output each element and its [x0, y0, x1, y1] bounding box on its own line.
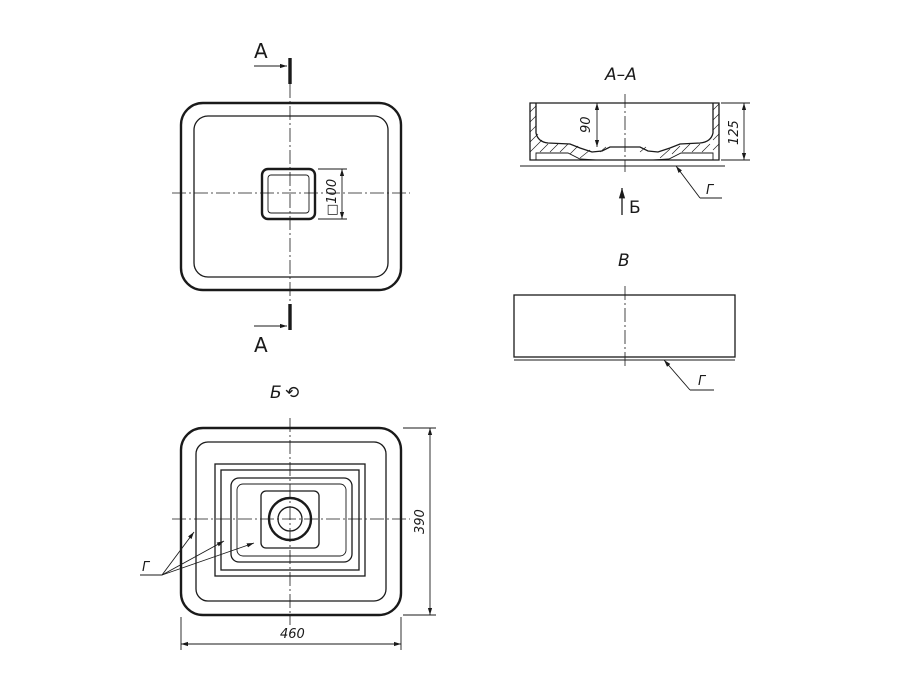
overall-depth-dimension: 390 [403, 427, 436, 616]
section-letter-top: А [254, 39, 268, 63]
overall-depth-label: 390 [413, 509, 428, 534]
side-view-title: В [618, 251, 630, 271]
bowl-depth-dimension: 90 [579, 103, 600, 147]
drain-size-label: □100 [325, 179, 340, 216]
overall-height-dimension: 125 [721, 102, 750, 161]
bottom-surface-leader: Г [140, 531, 255, 576]
plan-view: □100 А А [172, 39, 410, 357]
bottom-recess-inner [236, 483, 347, 557]
section-hatching [529, 103, 720, 159]
side-surface-label: Г [698, 374, 707, 389]
section-view-title: А–А [604, 65, 637, 85]
bottom-surface-label: Г [142, 560, 151, 575]
overall-width-label: 460 [280, 627, 305, 642]
side-view: В Г [513, 251, 736, 391]
section-mark-top: А [254, 39, 292, 84]
section-mark-bottom: А [254, 304, 292, 357]
overall-width-dimension: 460 [180, 617, 402, 650]
section-outer-contour [529, 102, 720, 161]
drain-size-dimension: □100 [318, 168, 347, 220]
overall-height-label: 125 [727, 120, 742, 145]
plan-drain-outer [260, 167, 317, 221]
side-view-outline [513, 294, 736, 358]
section-view: А–А [520, 65, 750, 218]
section-underside-contour [535, 152, 714, 161]
section-surface-label: Г [706, 183, 715, 198]
section-bowl-contour [535, 103, 714, 153]
bottom-view-title-group: Б ⟲ [270, 383, 299, 403]
plan-inner-outline [193, 115, 389, 278]
section-surface-leader: Г [675, 165, 722, 199]
bottom-view-title: Б [270, 383, 282, 403]
view-arrow-letter: Б [629, 198, 641, 218]
rotation-icon: ⟲ [285, 383, 299, 403]
view-direction-arrow: Б [618, 188, 641, 218]
bowl-depth-label: 90 [579, 116, 594, 133]
plan-drain-inner [267, 174, 310, 214]
section-letter-bottom: А [254, 333, 268, 357]
bottom-view: Б ⟲ 390 460 [140, 383, 436, 650]
bottom-rim-outline [195, 441, 387, 602]
bottom-outer-outline [179, 426, 403, 617]
plan-outer-outline [179, 101, 403, 292]
side-surface-leader: Г [663, 359, 714, 391]
bottom-recess-outline [230, 477, 353, 563]
